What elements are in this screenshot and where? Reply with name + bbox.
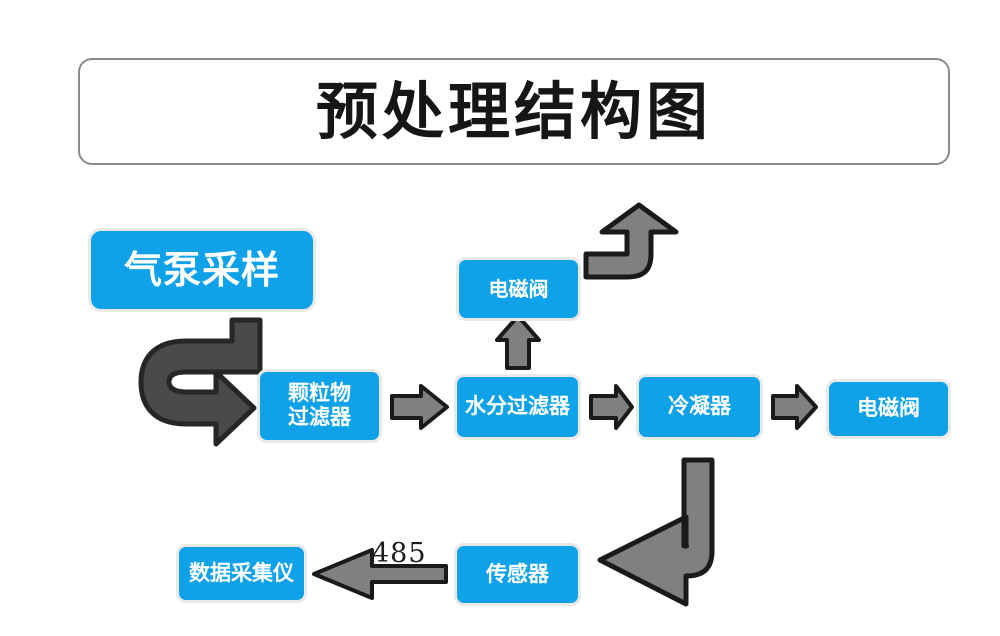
arrow-sensor-to-daq xyxy=(312,548,448,600)
arrow-particle-to-moisture xyxy=(390,384,449,430)
node-air-pump-sampling[interactable]: 气泵采样 xyxy=(88,228,316,312)
node-label: 水分过滤器 xyxy=(465,394,570,419)
node-label: 电磁阀 xyxy=(857,396,920,421)
page-title: 预处理结构图 xyxy=(315,74,712,148)
node-label: 电磁阀 xyxy=(488,276,549,301)
node-label-line1: 颗粒物 xyxy=(288,381,351,406)
arrow-condenser-to-valve-right xyxy=(771,384,818,430)
node-solenoid-valve-right[interactable]: 电磁阀 xyxy=(826,379,951,439)
arrow-valve-top-exhaust xyxy=(583,202,679,280)
node-label: 传感器 xyxy=(486,561,549,586)
node-data-acquisition-device[interactable]: 数据采集仪 xyxy=(176,544,307,603)
node-moisture-filter[interactable]: 水分过滤器 xyxy=(454,374,581,440)
edge-label-rs485: 485 xyxy=(372,538,427,569)
arrow-pump-to-particle xyxy=(138,317,263,447)
node-label: 数据采集仪 xyxy=(189,560,294,585)
arrow-moisture-to-valve-top xyxy=(495,314,541,370)
arrow-moisture-to-condenser xyxy=(589,384,634,430)
node-condenser[interactable]: 冷凝器 xyxy=(636,374,763,440)
arrow-valve-right-to-sensor xyxy=(597,457,715,607)
node-label-container: 颗粒物 过滤器 xyxy=(288,382,351,429)
node-label: 冷凝器 xyxy=(668,394,731,419)
node-sensor[interactable]: 传感器 xyxy=(454,543,581,606)
node-particulate-filter[interactable]: 颗粒物 过滤器 xyxy=(257,369,382,443)
node-solenoid-valve-top[interactable]: 电磁阀 xyxy=(456,257,581,321)
node-label-line2: 过滤器 xyxy=(288,405,351,429)
diagram-title-box: 预处理结构图 xyxy=(78,58,950,165)
node-label: 气泵采样 xyxy=(123,247,280,292)
